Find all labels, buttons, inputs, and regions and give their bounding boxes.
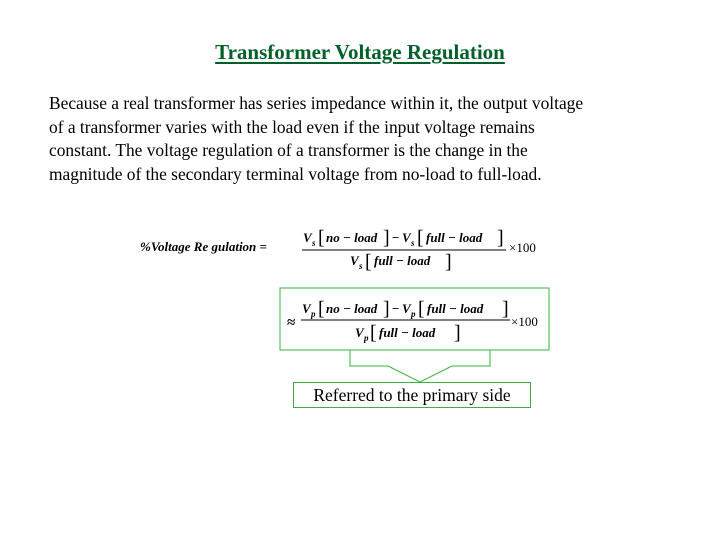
eq1-den-var: V bbox=[350, 253, 360, 268]
eq1-bracket: ] bbox=[497, 227, 504, 249]
eq1-bracket: [ bbox=[417, 227, 424, 249]
eq2-num-right-arg: full − load bbox=[427, 301, 484, 316]
eq1-num-right-var: V bbox=[402, 230, 412, 245]
eq1-lhs: %Voltage Re gulation = bbox=[140, 239, 267, 254]
eq2-bracket: ] bbox=[454, 322, 461, 344]
eq2-bracket: [ bbox=[318, 298, 325, 320]
primary-side-caption: Referred to the primary side bbox=[293, 382, 531, 408]
eq1-bracket: [ bbox=[365, 251, 372, 273]
callout-arrow bbox=[349, 350, 491, 383]
eq2-highlight-box bbox=[279, 287, 550, 351]
eq2-bracket: [ bbox=[370, 322, 377, 344]
eq2-times: ×100 bbox=[511, 314, 538, 329]
eq1-num-right-arg: full − load bbox=[426, 230, 483, 245]
regulation-equations: %Voltage Re gulation = V s [ no − load ]… bbox=[140, 227, 550, 383]
paragraph-line: Because a real transformer has series im… bbox=[49, 93, 584, 113]
slide-title: Transformer Voltage Regulation bbox=[0, 40, 720, 65]
eq2-num-left-sub: p bbox=[310, 309, 316, 319]
eq1-num-left-sub: s bbox=[311, 238, 316, 248]
eq2-den-sub: p bbox=[363, 333, 369, 343]
eq1-minus: − bbox=[392, 230, 399, 245]
paragraph-line: constant. The voltage regulation of a tr… bbox=[49, 140, 528, 160]
eq2-den-var: V bbox=[355, 325, 365, 340]
eq2-num-left-var: V bbox=[302, 301, 312, 316]
eq1-den-arg: full − load bbox=[374, 253, 431, 268]
eq2-bracket: ] bbox=[502, 298, 509, 320]
eq1-num-right-sub: s bbox=[410, 238, 415, 248]
eq2-num-right-sub: p bbox=[410, 309, 416, 319]
eq2-den-arg: full − load bbox=[379, 325, 436, 340]
paragraph-line: magnitude of the secondary terminal volt… bbox=[49, 163, 542, 184]
eq2-minus: − bbox=[392, 301, 399, 316]
body-paragraph: Because a real transformer has series im… bbox=[49, 92, 689, 186]
eq2-approx: ≈ bbox=[287, 315, 295, 331]
eq2-num-right-var: V bbox=[402, 301, 412, 316]
eq2-bracket: ] bbox=[383, 298, 390, 320]
eq1-num-left-var: V bbox=[303, 230, 313, 245]
slide-title-text: Transformer Voltage Regulation bbox=[215, 40, 505, 64]
eq1-num-left-arg: no − load bbox=[326, 230, 378, 245]
eq1-bracket: [ bbox=[318, 227, 325, 249]
eq2-bracket: [ bbox=[418, 298, 425, 320]
equation-secondary: %Voltage Re gulation = V s [ no − load ]… bbox=[140, 227, 536, 273]
eq1-bracket: ] bbox=[383, 227, 390, 249]
equation-primary: ≈ V p [ no − load ] − V p [ full − load … bbox=[287, 298, 538, 344]
paragraph-line: of a transformer varies with the load ev… bbox=[49, 116, 535, 137]
eq1-times: ×100 bbox=[509, 240, 536, 255]
eq2-num-left-arg: no − load bbox=[326, 301, 378, 316]
eq1-bracket: ] bbox=[445, 251, 452, 273]
eq1-den-sub: s bbox=[358, 261, 363, 271]
